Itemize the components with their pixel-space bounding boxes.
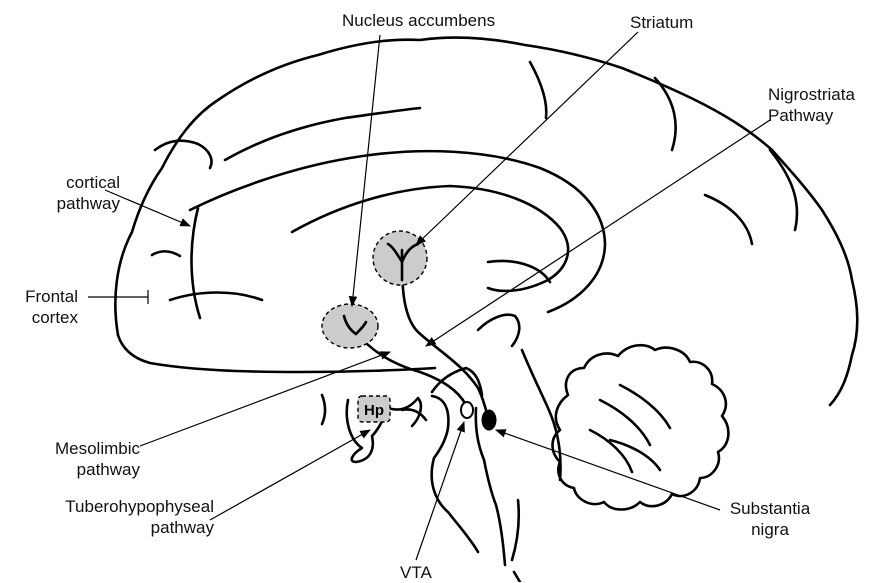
hypothalamus [322,395,325,424]
hp-label: Hp [364,402,384,419]
label-striatum: Striatum [630,12,693,33]
substantia-nigra-body [482,410,496,430]
sulcus-frontal-4 [170,293,262,301]
nucleus-accumbens-region [322,304,378,348]
pons [512,500,519,560]
sulcus-occipital-2 [705,195,752,244]
sulcus-temporal [488,261,550,282]
label-cortical-pathway: cortical pathway [22,172,120,214]
mammillary [402,409,426,420]
sulcus-frontal-2 [192,208,201,318]
medulla [514,572,520,582]
cerebellum [553,345,729,509]
vta-body [461,402,473,418]
pointer-striatum [416,32,638,245]
temporal-lobe [432,396,478,552]
thalamus [478,315,519,346]
mesolimbic-fiber [356,332,466,405]
pointer-vta [416,422,464,560]
label-vta: VTA [400,562,432,583]
sulcus-parietal-1 [530,62,546,118]
label-substantia-nigra: Substantia nigra [720,498,820,540]
corpus-callosum-inner [292,186,568,291]
cerebellum-folia [590,385,670,472]
nigrostriatal-fiber [402,262,488,418]
sulcus-frontal-3 [152,251,180,256]
label-tuberohypophyseal-pathway: Tuberohypophyseal pathway [4,496,214,538]
pointer-tuberohypophyseal [210,430,370,520]
cerebellum-white [610,440,660,470]
cortex-outline [115,38,857,405]
label-nucleus-accumbens: Nucleus accumbens [342,10,495,31]
label-mesolimbic-pathway: Mesolimbic pathway [10,438,140,480]
label-nigrostriata-pathway: Nigrostriata Pathway [768,84,855,126]
label-frontal-cortex: Frontal cortex [6,286,78,328]
